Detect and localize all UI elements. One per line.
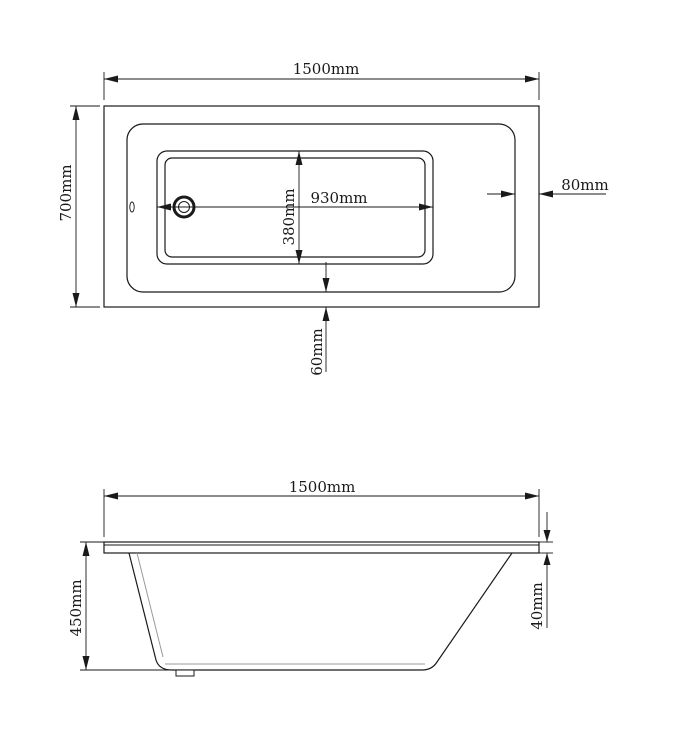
top-outer-rim bbox=[103, 105, 540, 308]
inner-length-label: 930mm bbox=[310, 189, 367, 207]
rim-thickness-dimension: 40mm bbox=[528, 512, 553, 630]
side-length-dimension: 1500mm bbox=[103, 478, 540, 537]
overflow-icon bbox=[129, 201, 135, 213]
side-rim-label: 80mm bbox=[561, 176, 609, 194]
top-length-label: 1500mm bbox=[293, 60, 360, 78]
side-drain-outlet-icon bbox=[175, 669, 195, 677]
front-rim-label: 60mm bbox=[308, 328, 326, 376]
side-length-label: 1500mm bbox=[289, 478, 356, 496]
side-height-dimension: 450mm bbox=[67, 541, 172, 671]
top-floor-outline-outer bbox=[156, 150, 434, 265]
top-view: 1500mm 700mm 930mm bbox=[57, 60, 609, 376]
inner-width-label: 380mm bbox=[280, 188, 298, 245]
inner-length-dimension: 930mm bbox=[157, 189, 433, 211]
side-tub-inner-wall bbox=[136, 552, 164, 658]
side-rim-dimension: 80mm bbox=[487, 176, 609, 198]
side-tub-body bbox=[128, 552, 513, 671]
side-view: 1500mm 450mm 40mm bbox=[67, 478, 553, 677]
top-width-dimension: 700mm bbox=[57, 105, 100, 308]
top-width-label: 700mm bbox=[57, 164, 75, 221]
top-bowl-edge bbox=[126, 123, 516, 293]
front-rim-dimension: 60mm bbox=[308, 262, 330, 376]
side-height-label: 450mm bbox=[67, 579, 85, 636]
top-length-dimension: 1500mm bbox=[103, 60, 540, 100]
rim-thickness-label: 40mm bbox=[528, 582, 546, 630]
side-rim-slab bbox=[103, 541, 540, 554]
inner-width-dimension: 380mm bbox=[280, 151, 303, 264]
